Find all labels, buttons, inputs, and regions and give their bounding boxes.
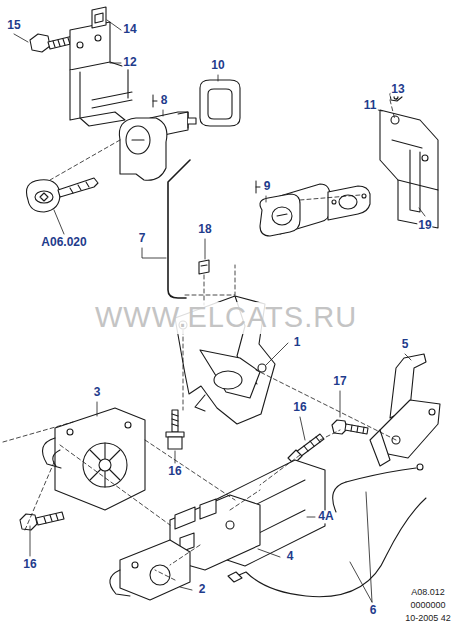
bolt xyxy=(20,512,64,530)
callout-number: 3 xyxy=(93,386,102,399)
callout-number: 18 xyxy=(197,223,212,236)
callout-number: 11 xyxy=(363,99,378,112)
callout-number: 1 xyxy=(293,336,302,349)
callout-number: 2 xyxy=(198,583,207,596)
callout-number: 10 xyxy=(210,59,225,72)
watermark: WWW.ELCATS.RU xyxy=(94,302,358,334)
leader-line xyxy=(14,20,425,602)
callout-number: 17 xyxy=(332,375,347,388)
callout-number: 4A xyxy=(317,510,334,523)
lock-cylinder xyxy=(119,112,196,180)
callout-number: 14 xyxy=(122,23,137,36)
callout-number: 9 xyxy=(263,180,272,193)
clip xyxy=(92,7,106,28)
gasket xyxy=(200,80,240,126)
callout-number: 5 xyxy=(401,338,410,351)
bolt xyxy=(166,410,184,449)
key xyxy=(27,178,99,212)
callout-number: 16 xyxy=(22,558,37,571)
bracket xyxy=(380,90,438,228)
assembly-mark xyxy=(153,95,260,193)
drawing-code: 0000000 xyxy=(409,601,446,611)
part-reference: A06.020 xyxy=(40,236,87,249)
callout-number: 16 xyxy=(167,465,182,478)
callout-number: 4 xyxy=(286,550,295,563)
drawing-code: A08.012 xyxy=(410,588,446,598)
callout-number: 16 xyxy=(292,401,307,414)
bolt xyxy=(332,420,368,434)
clip xyxy=(199,260,209,274)
callout-number: 19 xyxy=(417,219,432,232)
callout-number: 15 xyxy=(6,19,21,32)
lock-cylinder xyxy=(260,184,370,236)
rod xyxy=(168,160,190,298)
callout-number: 7 xyxy=(138,232,147,245)
cable xyxy=(228,464,426,597)
bracket xyxy=(70,22,132,126)
callout-number: 6 xyxy=(369,604,378,617)
assembly-line xyxy=(3,100,396,580)
latch xyxy=(43,408,146,510)
callout-number: 13 xyxy=(390,83,405,96)
callout-number: 8 xyxy=(160,94,169,107)
hook xyxy=(110,540,190,600)
lever xyxy=(370,354,440,466)
drawing-date: 10-2005 42 xyxy=(404,614,452,624)
callout-number: 12 xyxy=(122,56,137,69)
bolt xyxy=(30,34,75,52)
